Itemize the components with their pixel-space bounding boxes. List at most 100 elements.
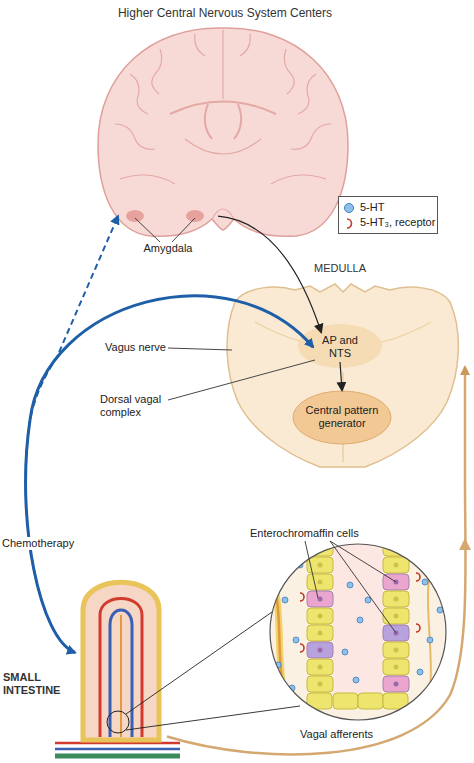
brain-midline <box>222 30 223 99</box>
corpus-callosum <box>170 102 276 115</box>
serotonin-dot <box>342 649 348 655</box>
receptor-crescent <box>347 219 352 228</box>
epithelial-cell <box>383 642 409 658</box>
brain-outline <box>98 28 348 236</box>
enterochromaffin-cell <box>307 642 333 658</box>
leader-line <box>168 360 315 400</box>
epithelial-cell <box>383 540 409 556</box>
epithelial-cell <box>307 540 333 556</box>
cell-nucleus <box>318 682 323 687</box>
receptor-crescent <box>300 593 304 601</box>
epithelial-cell <box>307 574 333 590</box>
cell-nucleus <box>394 546 399 551</box>
receptor-crescent <box>416 624 420 632</box>
cell-nucleus <box>394 563 399 568</box>
enterochromaffin-cell <box>307 591 333 607</box>
amygdala-spot <box>126 210 144 222</box>
receptor-crescent <box>416 573 420 581</box>
leader-line <box>168 348 232 350</box>
epithelial-cell <box>307 625 333 641</box>
brain-section-shape <box>90 4 360 240</box>
zoom-line <box>126 612 300 730</box>
serotonin-dot <box>422 579 428 585</box>
cell-nucleus <box>394 648 399 653</box>
serotonin-dot <box>417 669 423 675</box>
afferent-nerve <box>167 367 466 754</box>
cell-nucleus <box>394 597 399 602</box>
callout-label: Dorsal vagal complex <box>100 393 175 419</box>
epithelial-cell <box>383 608 409 624</box>
nerve-sheath <box>262 560 292 722</box>
intestinal-villus: SMALL INTESTINE <box>75 565 167 740</box>
deep-nuclei <box>120 139 326 219</box>
villus-outline <box>83 582 159 740</box>
epithelial-cell <box>307 676 333 692</box>
cell-nucleus <box>318 614 323 619</box>
lateral-ventricle <box>205 104 241 139</box>
legend-swatch <box>344 203 354 213</box>
nerve-fiber <box>262 560 292 722</box>
medulla-outline <box>227 284 458 467</box>
epithelial-cell <box>333 693 358 709</box>
cell-nucleus <box>318 665 323 670</box>
epithelial-cell <box>383 557 409 573</box>
leader-line <box>135 218 195 242</box>
edge-label: Chemotherapy <box>2 537 74 550</box>
callout-label: Vagus nerve <box>105 341 180 354</box>
region-heading: SMALL INTESTINE <box>3 671 69 697</box>
chemotherapy-arrow <box>26 296 313 653</box>
neural-arrow <box>218 216 321 332</box>
legend-row: 5-HT <box>344 200 432 215</box>
serotonin-dot <box>417 697 423 703</box>
serotonin-dot <box>353 677 359 683</box>
enterochromaffin-cell <box>383 676 409 692</box>
cell-nucleus <box>318 563 323 568</box>
legend-box: 5-HT5-HT₃, receptor <box>338 196 438 234</box>
capillary-artery <box>100 599 142 738</box>
zoom-circle <box>107 711 129 733</box>
nucleus-label: AP and NTS <box>313 334 367 360</box>
villus-nerve <box>120 615 122 737</box>
serotonin-dot <box>282 597 288 603</box>
callout-label: Enterochromaffin cells <box>250 527 410 540</box>
amygdala-spot <box>186 210 204 222</box>
region-label: Amygdala <box>118 242 218 255</box>
mucosa-band <box>55 748 180 751</box>
serotonin-dot <box>365 597 371 603</box>
epithelial-cell <box>307 659 333 675</box>
region-heading: Higher Central Nervous System Centers <box>90 7 360 20</box>
pattern-generator-ellipse <box>293 391 391 444</box>
epithelial-cell <box>358 693 383 709</box>
dashed-arrow <box>26 216 118 652</box>
magnifier-outline <box>270 544 446 720</box>
cell-nucleus <box>394 614 399 619</box>
nucleus-region: AP and NTS <box>313 332 367 362</box>
leader-line <box>305 541 396 633</box>
legend-text: 5-HT <box>360 200 384 215</box>
region-heading: MEDULLA <box>215 262 465 275</box>
cell-nucleus <box>318 631 323 636</box>
serotonin-dot <box>347 582 353 588</box>
cell-nucleus <box>318 648 323 653</box>
brain-section: Higher Central Nervous System Centers <box>90 4 360 240</box>
legend-row: 5-HT₃, receptor <box>344 215 432 230</box>
neural-arrow <box>340 362 342 390</box>
cell-nucleus <box>394 665 399 670</box>
epithelial-cell <box>383 591 409 607</box>
magnified-view <box>262 520 446 722</box>
cell-nucleus <box>318 546 323 551</box>
intestinal-villus-shape <box>75 565 167 740</box>
cell-nucleus <box>394 682 399 687</box>
amygdala-region: Amygdala <box>118 200 218 258</box>
epithelial-cell <box>307 608 333 624</box>
legend-symbol <box>344 217 354 229</box>
nucleus-label: Central pattern generator <box>298 404 386 430</box>
serotonin-dot <box>357 617 363 623</box>
serotonin-dot <box>293 637 299 643</box>
mucosa-band <box>55 754 180 759</box>
pattern-generator: Central pattern generator <box>292 390 392 445</box>
legend-text: 5-HT₃, receptor <box>360 215 435 230</box>
